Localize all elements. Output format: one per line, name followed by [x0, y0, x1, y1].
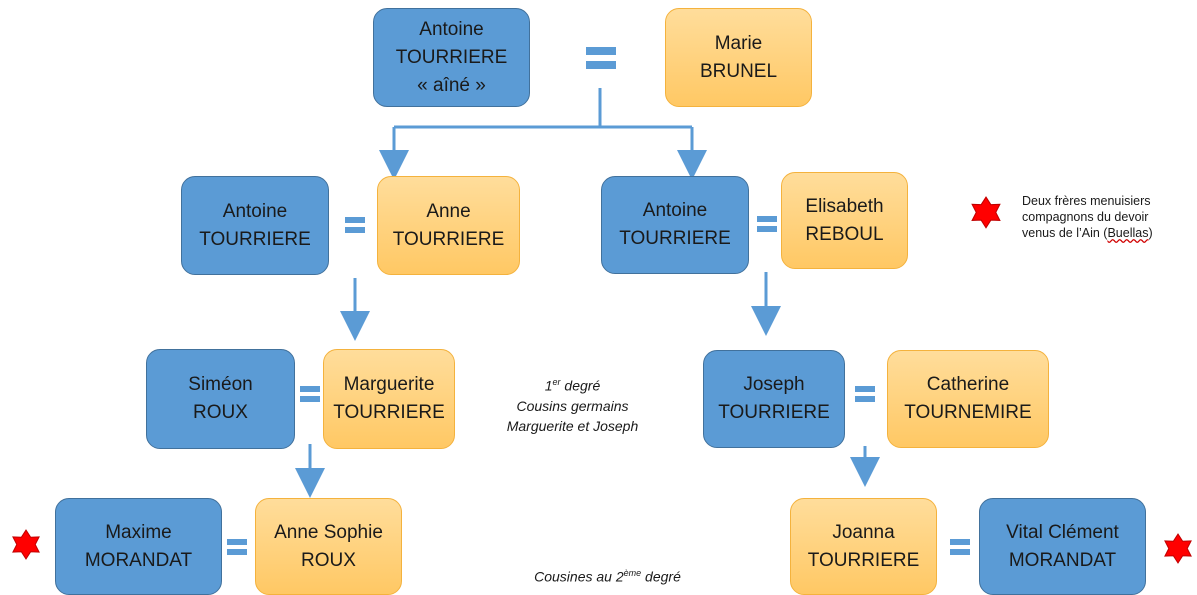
- first-name: Vital Clément: [1006, 521, 1119, 543]
- surname: REBOUL: [805, 223, 884, 245]
- surname: TOURRIERE: [392, 228, 505, 250]
- surname: TOURRIERE: [619, 228, 731, 249]
- first-name: Antoine: [642, 200, 708, 221]
- surname: MORANDAT: [84, 549, 193, 571]
- first-name: Marie: [714, 32, 763, 54]
- person-catherine-tournemire: Catherine TOURNEMIRE: [887, 350, 1049, 448]
- person-antoine-tourriere-left: Antoine TOURRIERE: [181, 176, 329, 275]
- person-anne-sophie-roux: Anne Sophie ROUX: [255, 498, 402, 595]
- surname: TOURNEMIRE: [904, 402, 1032, 423]
- first-name: Anne: [426, 200, 471, 222]
- second-degree-cousins-note: Cousines au 2ème degré: [534, 568, 681, 585]
- first-name: Maxime: [105, 521, 172, 543]
- surname: TOURRIERE: [333, 402, 445, 423]
- person-anne-tourriere: Anne TOURRIERE: [377, 176, 520, 275]
- marriage-equals-gen3-right: [855, 386, 875, 406]
- surname: TOURRIERE: [395, 46, 508, 68]
- person-antoine-tourriere-right: Antoine TOURRIERE: [601, 176, 749, 274]
- legend-star-icon: [971, 196, 1001, 229]
- person-antoine-aine: Antoine TOURRIERE « aîné »: [373, 8, 530, 107]
- surname: TOURRIERE: [718, 402, 830, 423]
- person-vital-clement-morandat: Vital Clément MORANDAT: [979, 498, 1146, 595]
- compagnon-star-icon: [1164, 533, 1192, 564]
- nickname: « aîné »: [417, 74, 486, 96]
- marriage-equals-gen2-left: [345, 217, 365, 237]
- first-degree-cousins-note: 1er degré Cousins germains Marguerite et…: [506, 377, 639, 434]
- first-name: Marguerite: [343, 374, 435, 395]
- surname: TOURRIERE: [199, 228, 311, 250]
- first-name: Antoine: [222, 200, 288, 222]
- first-name: Catherine: [926, 374, 1010, 395]
- first-name: Elisabeth: [805, 195, 884, 217]
- person-joseph-tourriere: Joseph TOURRIERE: [703, 350, 845, 448]
- compagnon-star-icon: [12, 529, 40, 560]
- person-maxime-morandat: Maxime MORANDAT: [55, 498, 222, 595]
- branch-stem: [394, 88, 692, 129]
- marriage-equals-gen3-left: [300, 386, 320, 406]
- person-elisabeth-reboul: Elisabeth REBOUL: [781, 172, 908, 269]
- surname: ROUX: [301, 549, 356, 571]
- marriage-equals-gen4-right: [950, 539, 970, 559]
- marriage-equals-gen1: [586, 47, 616, 75]
- first-name: Siméon: [188, 374, 253, 395]
- surname: MORANDAT: [1008, 549, 1117, 571]
- surname: BRUNEL: [699, 60, 778, 82]
- person-marguerite-tourriere: Marguerite TOURRIERE: [323, 349, 455, 449]
- marriage-equals-gen4-left: [227, 539, 247, 559]
- surname: TOURRIERE: [807, 549, 920, 571]
- legend-text: Deux frères menuisiers compagnons du dev…: [1022, 194, 1153, 240]
- first-name: Joanna: [832, 521, 895, 543]
- person-simeon-roux: Siméon ROUX: [146, 349, 295, 449]
- first-name: Antoine: [419, 18, 484, 40]
- person-marie-brunel: Marie BRUNEL: [665, 8, 812, 107]
- surname: ROUX: [193, 402, 248, 423]
- person-joanna-tourriere: Joanna TOURRIERE: [790, 498, 937, 595]
- marriage-equals-gen2-right: [757, 216, 777, 236]
- first-name: Anne Sophie: [274, 521, 383, 543]
- first-name: Joseph: [743, 374, 805, 395]
